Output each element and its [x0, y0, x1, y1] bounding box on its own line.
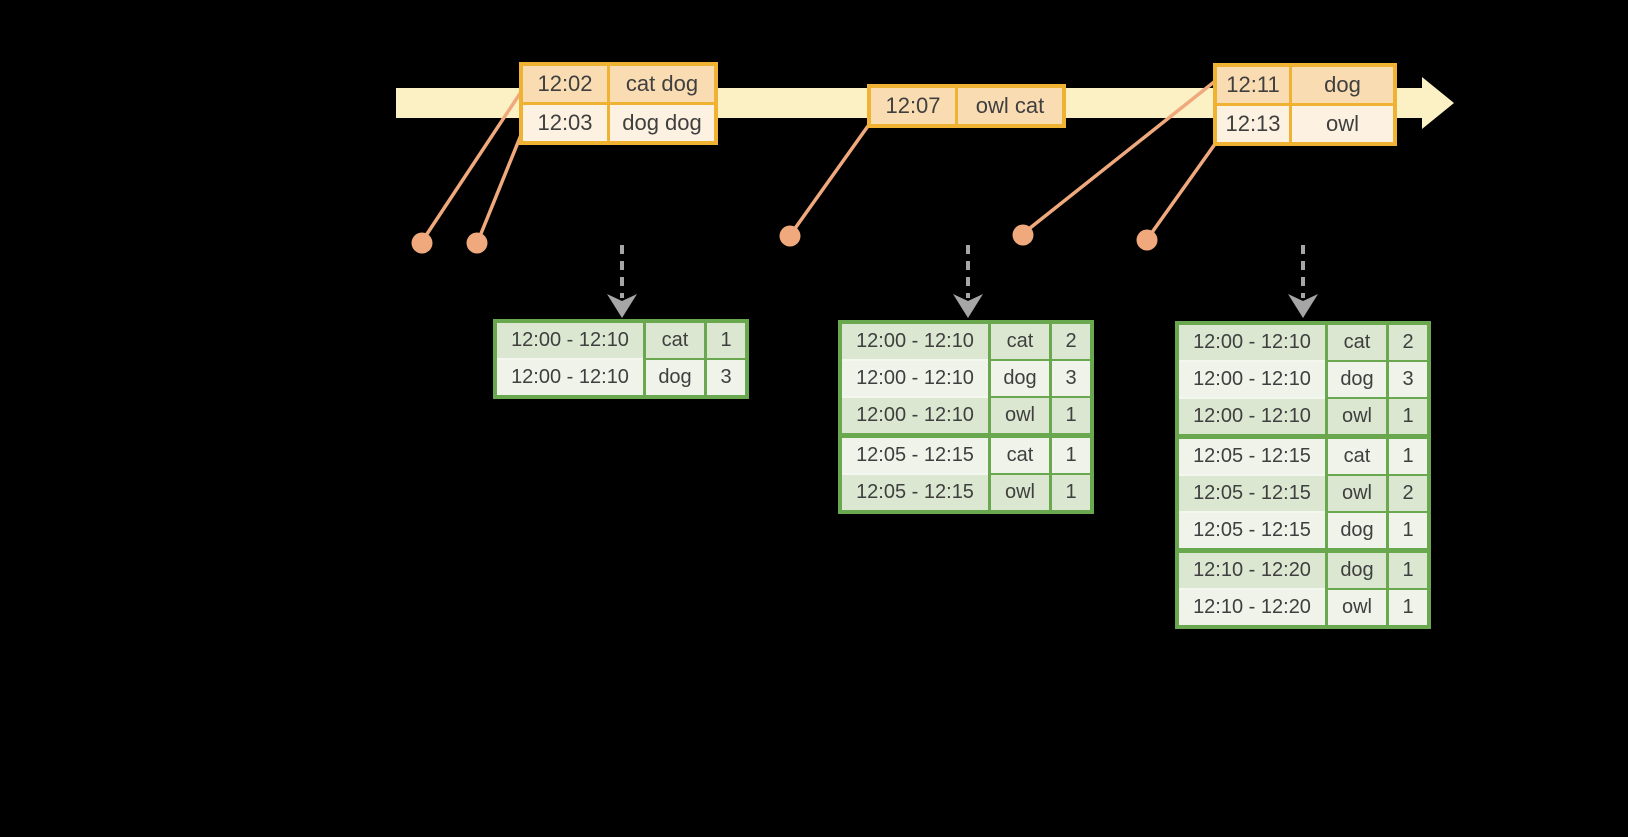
event-table-1: 12:02 cat dog 12:03 dog dog — [519, 62, 718, 145]
window-cell: 12:00 - 12:10 — [497, 358, 643, 395]
event-line — [476, 129, 525, 242]
window-cell: 12:00 - 12:10 — [842, 324, 988, 359]
result-row: 12:00 - 12:10 dog 3 — [497, 358, 745, 395]
window-cell: 12:00 - 12:10 — [842, 396, 988, 433]
count-cell: 3 — [707, 358, 745, 395]
window-cell: 12:05 - 12:15 — [842, 433, 988, 473]
result-row: 12:00 - 12:10 cat 2 — [842, 324, 1090, 359]
result-row: 12:00 - 12:10 dog 3 — [1179, 360, 1427, 397]
count-cell: 2 — [1389, 474, 1427, 511]
event-time-cell: 12:03 — [523, 102, 607, 141]
window-cell: 12:00 - 12:10 — [1179, 360, 1325, 397]
event-line — [1146, 142, 1217, 240]
result-row: 12:00 - 12:10 cat 2 — [1179, 325, 1427, 360]
event-time-cell: 12:11 — [1217, 67, 1289, 103]
event-table-3: 12:11 dog 12:13 owl — [1213, 63, 1397, 146]
count-cell: 1 — [707, 323, 745, 358]
word-cell: cat — [1328, 325, 1386, 360]
word-cell: dog — [646, 358, 704, 395]
count-cell: 1 — [1389, 434, 1427, 474]
word-cell: dog — [1328, 548, 1386, 588]
event-row: 12:11 dog — [1217, 67, 1393, 103]
count-cell: 3 — [1389, 360, 1427, 397]
trigger-arrow-icon — [607, 294, 637, 318]
window-cell: 12:10 - 12:20 — [1179, 548, 1325, 588]
timeline-arrowhead-icon — [1422, 77, 1454, 129]
event-line — [789, 124, 870, 236]
result-row: 12:00 - 12:10 dog 3 — [842, 359, 1090, 396]
word-cell: owl — [1328, 397, 1386, 434]
window-cell: 12:10 - 12:20 — [1179, 588, 1325, 625]
window-cell: 12:00 - 12:10 — [1179, 325, 1325, 360]
event-marker-dot — [411, 232, 433, 254]
count-cell: 1 — [1052, 433, 1090, 473]
result-row: 12:05 - 12:15 dog 1 — [1179, 511, 1427, 548]
trigger-arrow-icon — [953, 294, 983, 318]
result-table-1: 12:00 - 12:10 cat 1 12:00 - 12:10 dog 3 — [493, 319, 749, 399]
count-cell: 1 — [1389, 397, 1427, 434]
result-row: 12:00 - 12:10 cat 1 — [497, 323, 745, 358]
result-row: 12:10 - 12:20 owl 1 — [1179, 588, 1427, 625]
event-time-cell: 12:13 — [1217, 103, 1289, 142]
count-cell: 2 — [1052, 324, 1090, 359]
word-cell: dog — [991, 359, 1049, 396]
window-cell: 12:05 - 12:15 — [1179, 434, 1325, 474]
window-cell: 12:05 - 12:15 — [1179, 474, 1325, 511]
event-line — [421, 91, 523, 241]
count-cell: 3 — [1052, 359, 1090, 396]
result-row: 12:00 - 12:10 owl 1 — [842, 396, 1090, 433]
result-row: 12:05 - 12:15 cat 1 — [1179, 434, 1427, 474]
result-row: 12:05 - 12:15 owl 2 — [1179, 474, 1427, 511]
event-line — [1023, 80, 1216, 234]
event-marker-dot — [779, 225, 801, 247]
word-cell: owl — [991, 396, 1049, 433]
result-row: 12:00 - 12:10 owl 1 — [1179, 397, 1427, 434]
event-words-cell: cat dog — [610, 66, 714, 102]
event-words-cell: owl — [1292, 103, 1393, 142]
event-words-cell: dog — [1292, 67, 1393, 103]
event-marker-dot — [1012, 224, 1034, 246]
word-cell: owl — [1328, 474, 1386, 511]
event-marker-dot — [466, 232, 488, 254]
word-cell: cat — [1328, 434, 1386, 474]
result-row: 12:05 - 12:15 cat 1 — [842, 433, 1090, 473]
word-cell: cat — [646, 323, 704, 358]
word-cell: cat — [991, 324, 1049, 359]
word-cell: owl — [1328, 588, 1386, 625]
event-time-cell: 12:02 — [523, 66, 607, 102]
window-cell: 12:00 - 12:10 — [842, 359, 988, 396]
count-cell: 2 — [1389, 325, 1427, 360]
window-cell: 12:00 - 12:10 — [497, 323, 643, 358]
window-cell: 12:05 - 12:15 — [842, 473, 988, 510]
trigger-arrow-icon — [1288, 294, 1318, 318]
event-row: 12:13 owl — [1217, 103, 1393, 142]
count-cell: 1 — [1389, 588, 1427, 625]
event-marker-dot — [1136, 229, 1158, 251]
count-cell: 1 — [1389, 511, 1427, 548]
count-cell: 1 — [1052, 473, 1090, 510]
event-row: 12:02 cat dog — [523, 66, 714, 102]
event-table-2: 12:07 owl cat — [867, 84, 1066, 128]
window-cell: 12:00 - 12:10 — [1179, 397, 1325, 434]
word-cell: owl — [991, 473, 1049, 510]
count-cell: 1 — [1389, 548, 1427, 588]
result-row: 12:10 - 12:20 dog 1 — [1179, 548, 1427, 588]
window-cell: 12:05 - 12:15 — [1179, 511, 1325, 548]
result-table-3: 12:00 - 12:10 cat 2 12:00 - 12:10 dog 3 … — [1175, 321, 1431, 629]
event-row: 12:07 owl cat — [871, 88, 1062, 124]
count-cell: 1 — [1052, 396, 1090, 433]
word-cell: dog — [1328, 360, 1386, 397]
event-row: 12:03 dog dog — [523, 102, 714, 141]
event-words-cell: owl cat — [958, 88, 1062, 124]
event-time-cell: 12:07 — [871, 88, 955, 124]
result-table-2: 12:00 - 12:10 cat 2 12:00 - 12:10 dog 3 … — [838, 320, 1094, 514]
word-cell: cat — [991, 433, 1049, 473]
result-row: 12:05 - 12:15 owl 1 — [842, 473, 1090, 510]
event-words-cell: dog dog — [610, 102, 714, 141]
word-cell: dog — [1328, 511, 1386, 548]
